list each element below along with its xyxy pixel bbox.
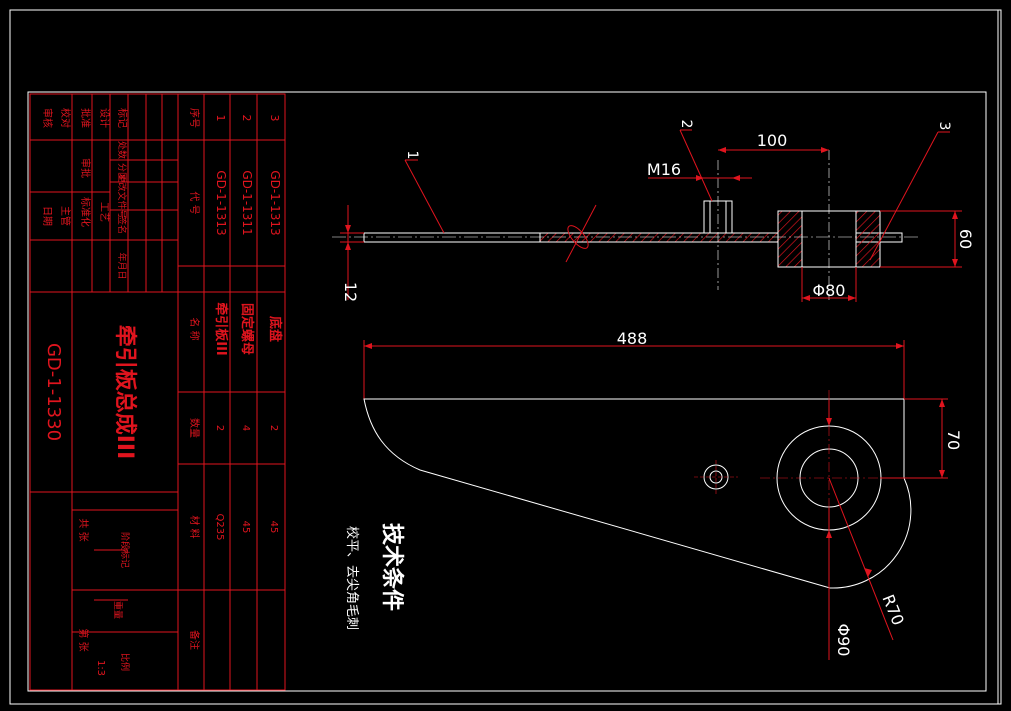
bom-header-material: 材 料: [188, 515, 201, 538]
label-approve: 批准: [79, 108, 92, 128]
bom-row-3: 3 GD-1-1313 底盘 2 45: [267, 115, 283, 534]
bom-row-name: 底盘: [267, 316, 283, 342]
label-zone: 分区: [116, 163, 127, 181]
bom-header-name: 名 称: [188, 317, 201, 340]
dim-488: 488: [617, 329, 648, 348]
label-proof: 校对: [59, 108, 72, 128]
dim-70: 70: [944, 430, 963, 450]
label-audit: 审核: [41, 108, 54, 128]
label-mark: 标记: [116, 108, 128, 128]
bom-row-name: 牵引板III: [213, 302, 229, 356]
scale-value: 1:3: [95, 660, 106, 676]
outer-sheet-border: [9, 9, 1002, 705]
dim-r70: R70: [878, 592, 907, 628]
bom-row-material: 45: [268, 521, 279, 534]
bom-row-code: GD-1-1313: [268, 170, 282, 235]
hub-right-wall: [855, 210, 881, 268]
bom-row-material: 45: [240, 521, 251, 534]
bom-row-index: 2: [240, 115, 253, 122]
dim-m16: M16: [647, 160, 681, 179]
bom-header-qty: 数量: [188, 418, 201, 438]
label-supervisor: 主管: [59, 206, 72, 226]
label-standardize: 标准化: [79, 197, 92, 227]
label-change-doc: 更改文件号: [116, 173, 128, 218]
sheet-total-label: 共 张: [77, 518, 89, 541]
stage-label: 阶段标记: [119, 532, 131, 568]
tech-title: 技术条件: [379, 523, 405, 611]
label-review: 审批: [79, 158, 92, 178]
plate-outline: [363, 398, 912, 589]
title-block: 审核 校对 设计 标记 处数 分区 更改文件号 签名 年月日 批准 标准化 工艺…: [29, 93, 286, 691]
side-view: 100 M16 12 60 Φ80 1 2: [332, 120, 975, 302]
bom-header-remark: 备注: [188, 630, 201, 650]
bom-row-qty: 2: [268, 425, 279, 431]
bom-row-code: GD-1-1311: [240, 170, 254, 235]
dim-phi90: Φ90: [834, 624, 853, 657]
plan-view: 488 70 R70 Φ90: [363, 329, 963, 660]
leader-3: 3: [936, 122, 952, 131]
leader-2: 2: [678, 120, 694, 129]
drawing-frame: [27, 91, 987, 692]
weight-label: 重量: [112, 601, 124, 619]
drawing-name: 牵引板总成III: [112, 325, 138, 460]
label-signature: 签名: [116, 216, 128, 234]
dim-12: 12: [341, 282, 360, 302]
scale-label: 比例: [119, 653, 131, 671]
bom-row-qty: 2: [214, 425, 225, 431]
bom-header-index: 序号: [188, 108, 201, 128]
bom-row-name: 固定螺母: [239, 303, 255, 355]
sheet-index-label: 第 张: [77, 628, 90, 651]
bom-row-index: 1: [214, 115, 227, 122]
bom-row-1: 1 GD-1-1313 牵引板III 2 Q235: [213, 115, 229, 541]
dim-60-tall: 60: [956, 229, 975, 249]
drawing-number: GD-1-1330: [43, 343, 64, 441]
bom-row-material: Q235: [214, 514, 225, 541]
tech-note: 校平、去尖角毛刺: [344, 526, 360, 630]
plate-section-hatched: [539, 232, 779, 243]
label-date: 年月日: [116, 252, 128, 279]
bom-row-2: 2 GD-1-1311 固定螺母 4 45: [239, 115, 255, 534]
bom-row-qty: 4: [240, 425, 251, 431]
label-date-2: 日期: [41, 206, 53, 226]
label-process: 工艺: [98, 202, 110, 222]
bom-header-code: 代 号: [188, 191, 200, 214]
bom-row-index: 3: [268, 115, 281, 122]
dim-100: 100: [757, 131, 788, 150]
label-count: 处数: [116, 141, 128, 159]
bom-row-code: GD-1-1313: [214, 170, 228, 235]
plate-section-plain: [363, 232, 541, 243]
hub-left-wall: [777, 210, 803, 268]
leader-1: 1: [404, 151, 420, 160]
dim-phi80: Φ80: [813, 281, 846, 300]
label-design: 设计: [98, 108, 111, 128]
